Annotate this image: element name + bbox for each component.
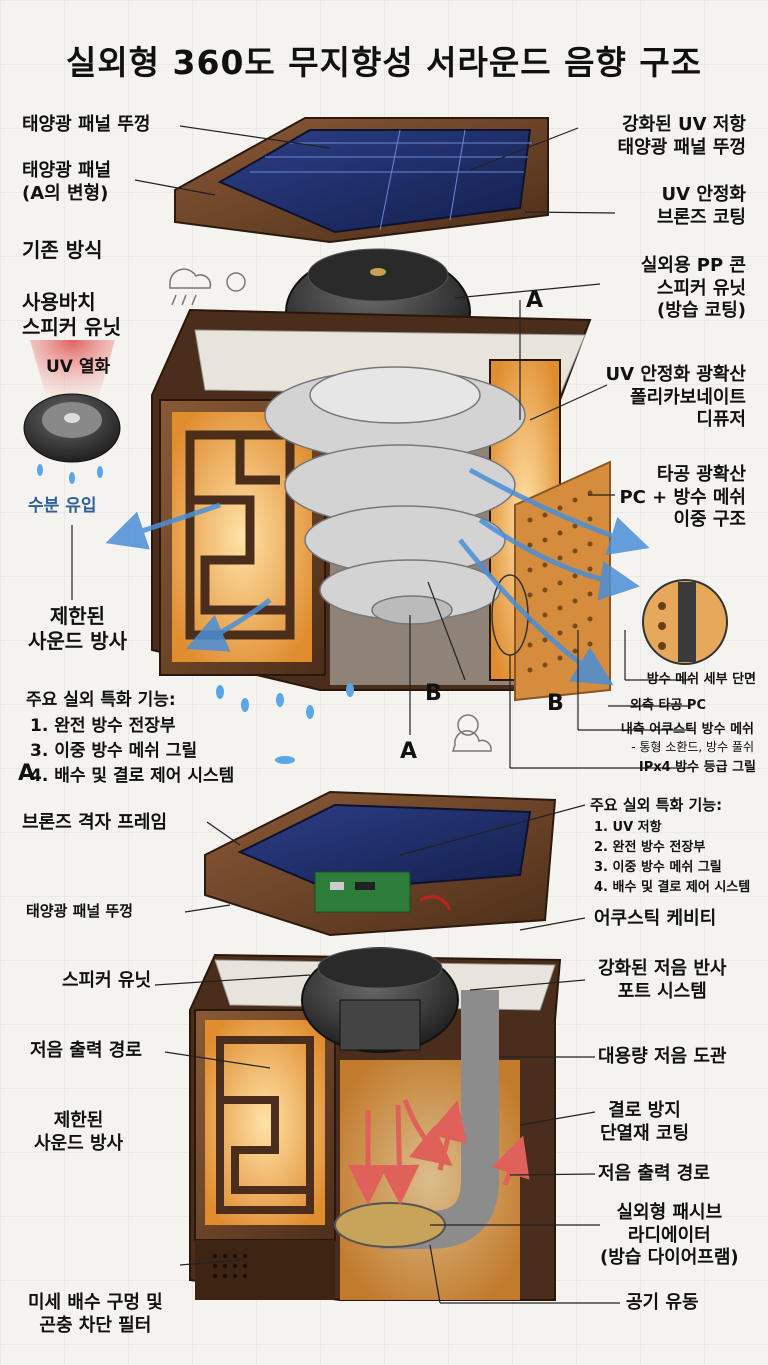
label-solar-lid-bottom: 태양광 패널 뚜껑 — [26, 902, 134, 920]
letter-b-left: B — [425, 681, 442, 706]
sun-cloud-icon — [451, 714, 492, 752]
bottom-feature-item: 4. 배수 및 결로 제어 시스템 — [594, 880, 751, 895]
top-features-heading: 주요 실외 특화 기능: — [26, 690, 176, 710]
label-outer-pc: 외측 타공 PC — [630, 698, 706, 713]
label-inner-mesh-note: - 통형 소환드, 방수 풀쉬 — [631, 740, 754, 754]
label-ipx4: IPx4 방수 등급 그릴 — [638, 760, 756, 775]
conventional-speaker — [23, 340, 121, 484]
top-feature-item: 3. 이중 방수 메쉬 그릴 — [30, 741, 198, 761]
label-conventional: 기존 방식 — [22, 238, 103, 262]
top-feature-item: 1. 완전 방수 전장부 — [30, 716, 176, 736]
label-diffuser: UV 안정화 광확산 폴리카보네이트 디퓨저 — [605, 364, 746, 430]
label-passive-radiator: 실외형 패시브 라디에이터 (방습 다이어프램) — [600, 1202, 739, 1268]
label-perforated: 타공 광확산 PC + 방수 메쉬 이중 구조 — [619, 464, 746, 530]
letter-a-top: A — [526, 288, 544, 313]
label-condensation: 결로 방지 단열재 코팅 — [600, 1100, 690, 1144]
label-bass-duct: 대용량 저음 도관 — [598, 1046, 727, 1067]
label-acoustic-cavity: 어쿠스틱 케비티 — [594, 908, 717, 929]
label-drain-holes: 미세 배수 구멍 및 곤충 차단 필터 — [28, 1292, 163, 1336]
top-perforated-panel — [491, 460, 611, 702]
page-title: 실외형 360도 무지향성 서라운드 음향 구조 — [65, 43, 703, 82]
top-feature-item: 4. 배수 및 결로 제어 시스템 — [30, 766, 235, 786]
top-mesh-detail — [642, 579, 728, 665]
bottom-feature-item: 3. 이중 방수 메쉬 그릴 — [594, 860, 722, 875]
weather-icon — [169, 268, 246, 306]
label-solar-panel: 태양광 패널 (A의 변형) — [22, 160, 112, 204]
label-limited-radiation-bottom: 제한된 사운드 방사 — [34, 1110, 124, 1154]
label-moisture: 수분 유입 — [28, 496, 97, 516]
label-bass-path-left: 저음 출력 경로 — [30, 1040, 142, 1061]
label-bass-path-right: 저음 출력 경로 — [598, 1163, 710, 1184]
label-used-speaker: 사용바치 스피커 유닛 — [22, 290, 121, 339]
bottom-feature-item: 1. UV 저항 — [594, 820, 662, 835]
label-bronze-coating: UV 안정화 브론즈 코팅 — [656, 184, 746, 228]
letter-a-left: A — [18, 761, 36, 786]
bottom-solar-lid — [204, 790, 557, 937]
label-bronze-frame: 브론즈 격자 프레임 — [22, 812, 168, 833]
bottom-leader-lines — [154, 804, 620, 1304]
label-pp-cone: 실외용 PP 콘 스피커 유닛 (방습 코팅) — [640, 255, 746, 321]
letter-b-right: B — [547, 691, 564, 716]
label-limited-radiation: 제한된 사운드 방사 — [28, 604, 127, 653]
label-bass-reflex: 강화된 저음 반사 포트 시스템 — [598, 958, 727, 1002]
label-mesh-section: 방수 메쉬 세부 단면 — [646, 672, 756, 687]
bottom-airflow-arrows — [348, 1099, 530, 1205]
letter-a-bottom: A — [400, 739, 418, 764]
top-leader-lines — [71, 125, 690, 769]
label-uv-degradation: UV 열화 — [46, 357, 111, 377]
top-solar-lid — [174, 117, 549, 244]
label-speaker-unit: 스피커 유닛 — [62, 970, 152, 991]
top-water-drops — [216, 683, 354, 764]
label-inner-mesh: 내측 어쿠스틱 방수 메쉬 — [620, 722, 754, 737]
top-diffuser-stack — [264, 366, 526, 625]
bottom-feature-item: 2. 완전 방수 전장부 — [594, 840, 706, 855]
label-solar-lid: 태양광 패널 뚜껑 — [22, 114, 151, 135]
label-airflow: 공기 유동 — [626, 1292, 699, 1313]
bottom-speaker-unit — [301, 947, 459, 1053]
bottom-features-heading: 주요 실외 특화 기능: — [590, 796, 723, 814]
top-sound-arrows — [105, 467, 650, 686]
label-uv-lid: 강화된 UV 저항 태양광 패널 뚜껑 — [617, 114, 746, 158]
